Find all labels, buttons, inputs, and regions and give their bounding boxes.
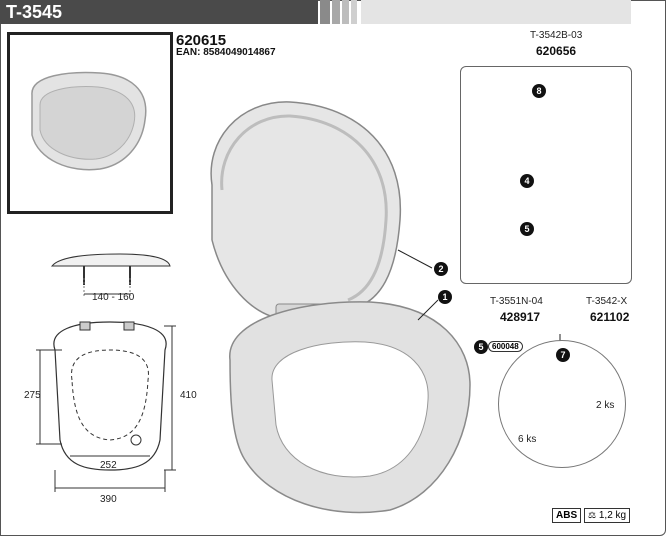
badge-600048: 600048	[488, 341, 523, 352]
screws-code: 428917	[500, 310, 541, 324]
product-code: 620615	[176, 32, 227, 49]
material-badge: ABS	[552, 508, 582, 523]
hinge-top-ref: T-3542B-03	[530, 30, 583, 41]
dim-hinge-span: 140 - 160	[92, 292, 135, 303]
callout-2: 2	[434, 262, 448, 276]
qty-pad: 6 ks	[518, 434, 537, 445]
callout-6: 5	[474, 340, 488, 354]
callout-8: 8	[532, 84, 546, 98]
dim-width-total: 390	[100, 494, 117, 505]
stopper-ref: T-3542-X	[586, 296, 628, 307]
qty-stopper: 2 ks	[596, 400, 615, 411]
hinge-top-code: 620656	[536, 44, 577, 58]
screws-ref: T-3551N-04	[490, 296, 543, 307]
callout-5: 5	[520, 222, 534, 236]
callout-7: 7	[556, 348, 570, 362]
dim-width-inner: 252	[100, 460, 117, 471]
callout-1: 1	[438, 290, 452, 304]
parts-box	[460, 66, 632, 284]
dim-height-inner: 275	[24, 390, 41, 401]
header-stripes	[318, 0, 664, 24]
model-title: T-3545	[6, 2, 63, 22]
weight-badge: ⚖ 1,2 kg	[584, 508, 631, 523]
title-bar: T-3545	[0, 0, 318, 24]
thumbnail-frame	[7, 32, 173, 214]
callout-4: 4	[520, 174, 534, 188]
weight-value: 1,2 kg	[598, 510, 627, 521]
ean-code: EAN: 8584049014867	[176, 47, 276, 58]
thumbnail-seat-image	[31, 71, 147, 171]
dim-height-total: 410	[180, 390, 197, 401]
weight-icon: ⚖	[588, 510, 597, 520]
stopper-code: 621102	[590, 310, 630, 324]
